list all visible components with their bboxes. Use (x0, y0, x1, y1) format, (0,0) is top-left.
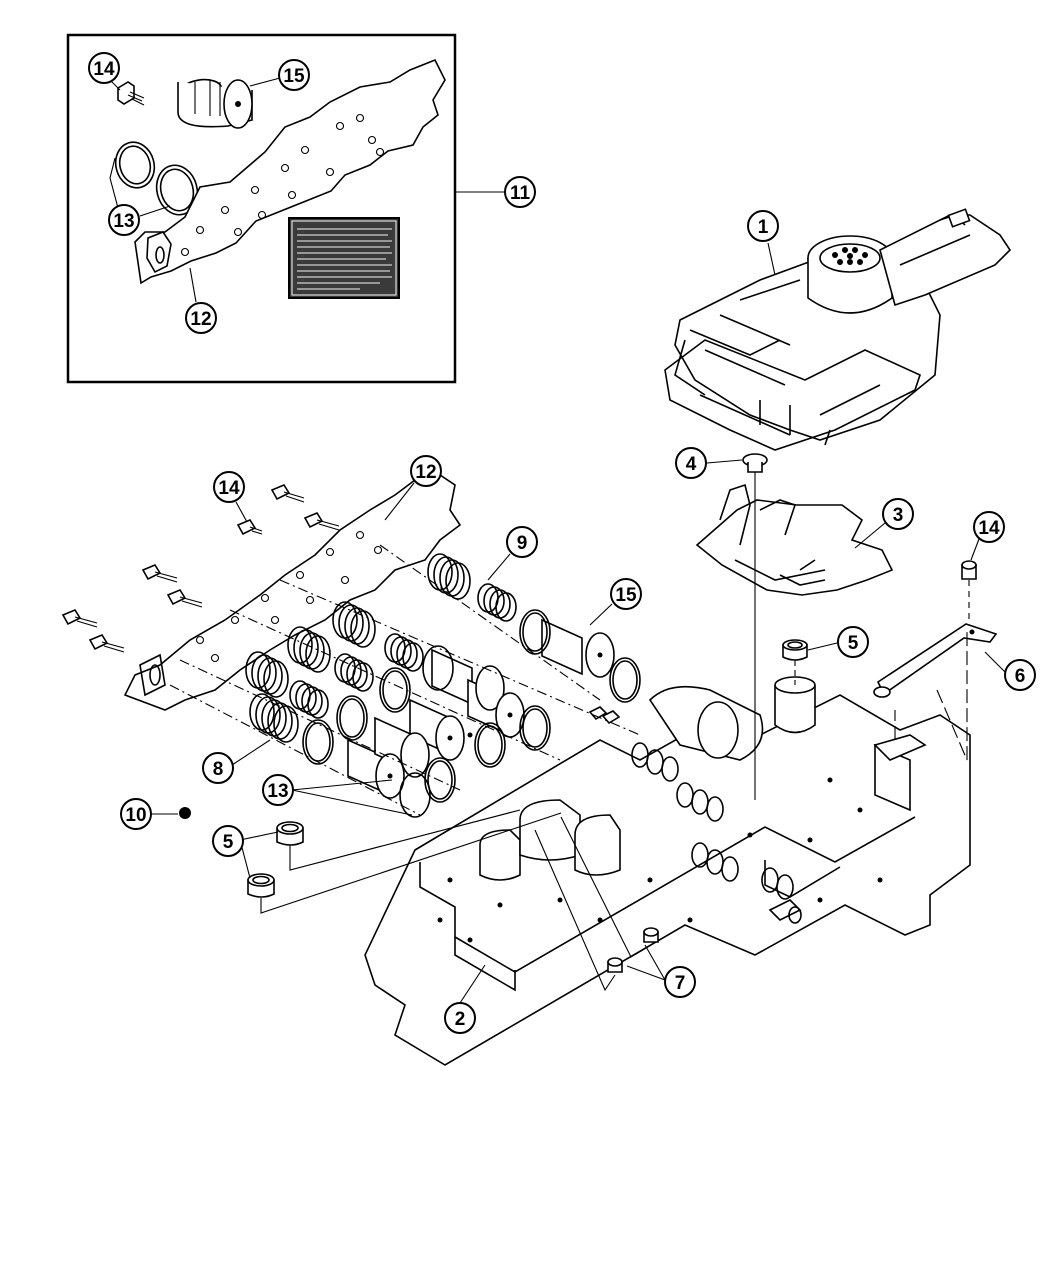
svg-text:7: 7 (675, 973, 686, 994)
callout-5-upper: 5 (837, 626, 869, 658)
inset-filter (177, 78, 253, 129)
callout-15-inset: 15 (278, 59, 310, 91)
callout-9: 9 (506, 526, 538, 558)
svg-text:1: 1 (758, 217, 769, 238)
svg-text:4: 4 (686, 454, 697, 475)
svg-text:14: 14 (218, 478, 240, 499)
inset-gasket (134, 58, 446, 285)
filter-screws (534, 816, 659, 992)
svg-text:12: 12 (415, 462, 436, 483)
svg-text:13: 13 (113, 211, 134, 232)
accumulator-caps-lower (247, 809, 562, 914)
svg-text:9: 9 (517, 533, 528, 554)
callout-12-inset: 12 (185, 302, 217, 334)
callout-14-right: 14 (973, 511, 1005, 543)
callout-14-inset: 14 (88, 52, 120, 84)
svg-text:2: 2 (455, 1009, 466, 1030)
svg-text:14: 14 (93, 59, 115, 80)
callout-5-lower: 5 (212, 825, 244, 857)
callout-8: 8 (202, 752, 234, 784)
svg-text:13: 13 (267, 781, 288, 802)
svg-text:5: 5 (848, 633, 859, 654)
svg-text:6: 6 (1015, 666, 1026, 687)
svg-text:5: 5 (223, 832, 234, 853)
callout-10: 10 (120, 798, 152, 830)
callout-4: 4 (675, 447, 707, 479)
retainer-bracket (873, 623, 998, 698)
accumulator-cap-upper (782, 639, 808, 685)
service-kit-inset (66, 33, 506, 384)
svg-text:15: 15 (283, 66, 305, 87)
instruction-sheet (288, 217, 400, 299)
detent-spring (695, 483, 894, 596)
solenoid-pack-assembly (664, 208, 1012, 451)
check-ball (179, 807, 191, 819)
svg-text:11: 11 (510, 183, 531, 204)
callout-13-inset: 13 (108, 204, 140, 236)
inset-bolt (117, 81, 145, 106)
callout-15-main: 15 (610, 578, 642, 610)
callout-13-main: 13 (262, 774, 294, 806)
callout-1: 1 (747, 210, 779, 242)
callout-12-main: 12 (410, 455, 442, 487)
callout-11: 11 (504, 176, 536, 208)
callout-14-main: 14 (213, 471, 245, 503)
svg-text:14: 14 (978, 518, 1000, 539)
svg-text:10: 10 (125, 805, 146, 826)
valve-body (364, 676, 971, 1066)
svg-text:8: 8 (213, 759, 224, 780)
callout-3: 3 (882, 498, 914, 530)
callout-leaders (142, 242, 1006, 1004)
callout-2: 2 (444, 1002, 476, 1034)
gasket-bolts (61, 484, 340, 653)
detent-bolt (742, 453, 768, 500)
callout-6: 6 (1004, 659, 1036, 691)
alignment-lines (754, 500, 968, 800)
retainer-bolt (961, 560, 977, 620)
inset-o-rings (114, 141, 199, 216)
valve-plugs (169, 544, 641, 818)
svg-text:3: 3 (893, 505, 904, 526)
callout-7: 7 (664, 966, 696, 998)
valve-springs (245, 553, 517, 743)
svg-text:12: 12 (190, 309, 211, 330)
svg-text:15: 15 (615, 585, 637, 606)
